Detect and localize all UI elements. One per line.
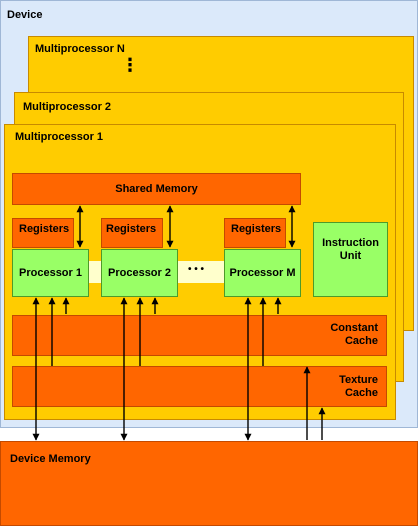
processor-2-label: Processor 2: [108, 267, 171, 279]
processor-1: Processor 1: [12, 249, 89, 297]
vertical-ellipsis: ⋮: [121, 55, 139, 75]
multiprocessor-1-title: Multiprocessor 1: [15, 131, 104, 143]
registers-1-label: Registers: [19, 223, 70, 235]
registers-2: Registers: [101, 218, 163, 248]
constant-cache-line1: Constant: [330, 322, 378, 334]
instruction-unit-line1: Instruction: [322, 237, 379, 249]
processor-m-label: Processor M: [229, 267, 296, 279]
instruction-unit-line2: Unit: [339, 250, 362, 262]
device-memory: Device Memory: [0, 441, 418, 526]
texture-cache: Texture Cache: [12, 366, 387, 407]
registers-m: Registers: [224, 218, 286, 248]
multiprocessor-n-title: Multiprocessor N: [35, 43, 125, 55]
constant-cache-line2: Cache: [344, 335, 378, 347]
horizontal-ellipsis: • • •: [188, 264, 205, 275]
processor-m: Processor M: [224, 249, 301, 297]
processor-2: Processor 2: [101, 249, 178, 297]
device-memory-label: Device Memory: [10, 453, 91, 465]
texture-cache-line2: Cache: [344, 387, 378, 399]
constant-cache: Constant Cache: [12, 315, 387, 356]
multiprocessor-2-title: Multiprocessor 2: [23, 101, 112, 113]
shared-memory-block: Shared Memory: [12, 173, 301, 205]
processor-1-label: Processor 1: [19, 267, 82, 279]
instruction-unit: Instruction Unit: [313, 222, 388, 297]
shared-memory-label: Shared Memory: [115, 183, 198, 195]
registers-m-label: Registers: [231, 223, 282, 235]
device-title: Device: [7, 9, 43, 21]
texture-cache-line1: Texture: [339, 374, 378, 386]
registers-2-label: Registers: [106, 223, 157, 235]
registers-1: Registers: [12, 218, 74, 248]
